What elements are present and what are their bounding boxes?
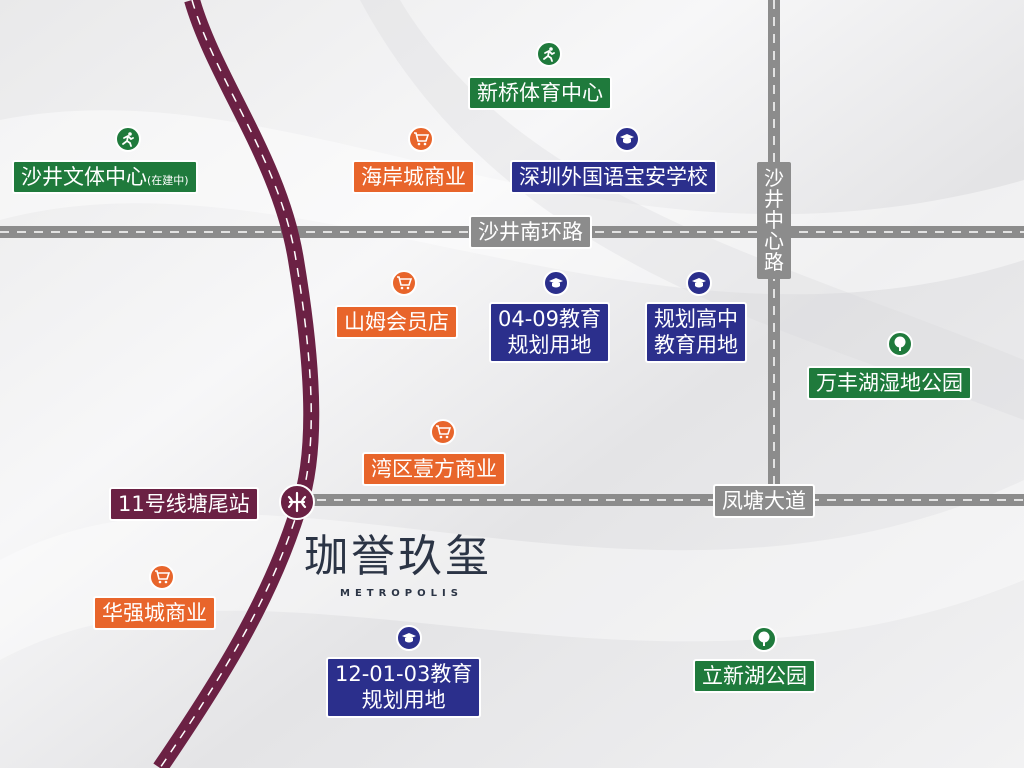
runner-icon bbox=[115, 126, 141, 152]
poi-huaqiang-commerce[interactable]: 华强城商业 bbox=[93, 596, 216, 631]
metro-logo-icon bbox=[279, 484, 315, 520]
shopping-cart-icon bbox=[430, 419, 456, 445]
poi-xinqiao-sports-center[interactable]: 新桥体育中心 bbox=[468, 76, 612, 111]
poi-label-line1: 规划高中 bbox=[654, 307, 738, 331]
runner-icon bbox=[536, 41, 562, 67]
poi-label-line1: 12-01-03教育 bbox=[335, 662, 473, 686]
metro-station-tangwei[interactable]: 11号线塘尾站 bbox=[109, 487, 259, 522]
graduation-cap-icon bbox=[396, 625, 422, 651]
road-label-shajing-south-ring: 沙井南环路 bbox=[469, 215, 592, 250]
graduation-cap-icon bbox=[543, 270, 569, 296]
tree-icon bbox=[751, 626, 777, 652]
poi-label-line2: 规划用地 bbox=[507, 333, 592, 358]
poi-label-line2: 教育用地 bbox=[654, 333, 738, 358]
poi-haiancheng-commerce[interactable]: 海岸城商业 bbox=[352, 160, 475, 195]
poi-wanqu-yifang-commerce[interactable]: 湾区壹方商业 bbox=[362, 452, 506, 487]
tree-icon bbox=[887, 331, 913, 357]
shopping-cart-icon bbox=[149, 564, 175, 590]
poi-wanfeng-lake-wetland-park[interactable]: 万丰湖湿地公园 bbox=[807, 366, 972, 401]
poi-label-text: 沙井文体中心 bbox=[21, 165, 147, 189]
poi-label-line1: 04-09教育 bbox=[498, 307, 602, 331]
poi-sams-club[interactable]: 山姆会员店 bbox=[335, 305, 458, 340]
road-fengtang-avenue bbox=[300, 494, 1024, 506]
poi-shenzhen-foreign-language-school[interactable]: 深圳外国语宝安学校 bbox=[510, 160, 717, 195]
road-label-fengtang-avenue: 凤塘大道 bbox=[713, 484, 815, 519]
under-construction-note: (在建中) bbox=[147, 174, 189, 187]
poi-plot-04-09-education[interactable]: 04-09教育 规划用地 bbox=[489, 302, 611, 363]
graduation-cap-icon bbox=[686, 270, 712, 296]
poi-shajing-culture-sports-center[interactable]: 沙井文体中心(在建中) bbox=[12, 160, 198, 195]
poi-plot-12-01-03-education[interactable]: 12-01-03教育 规划用地 bbox=[326, 657, 482, 718]
shopping-cart-icon bbox=[391, 270, 417, 296]
project-brand-name: 珈誉玖玺 bbox=[304, 531, 492, 582]
project-brand-sub: METROPOLIS bbox=[340, 588, 463, 599]
poi-lixin-lake-park[interactable]: 立新湖公园 bbox=[693, 659, 816, 694]
shopping-cart-icon bbox=[408, 126, 434, 152]
road-label-shajing-center: 沙井中心路 bbox=[757, 162, 791, 279]
poi-label-line2: 规划用地 bbox=[361, 688, 446, 713]
graduation-cap-icon bbox=[614, 126, 640, 152]
poi-planned-high-school[interactable]: 规划高中 教育用地 bbox=[645, 302, 747, 363]
metro-line-11 bbox=[153, 0, 320, 768]
